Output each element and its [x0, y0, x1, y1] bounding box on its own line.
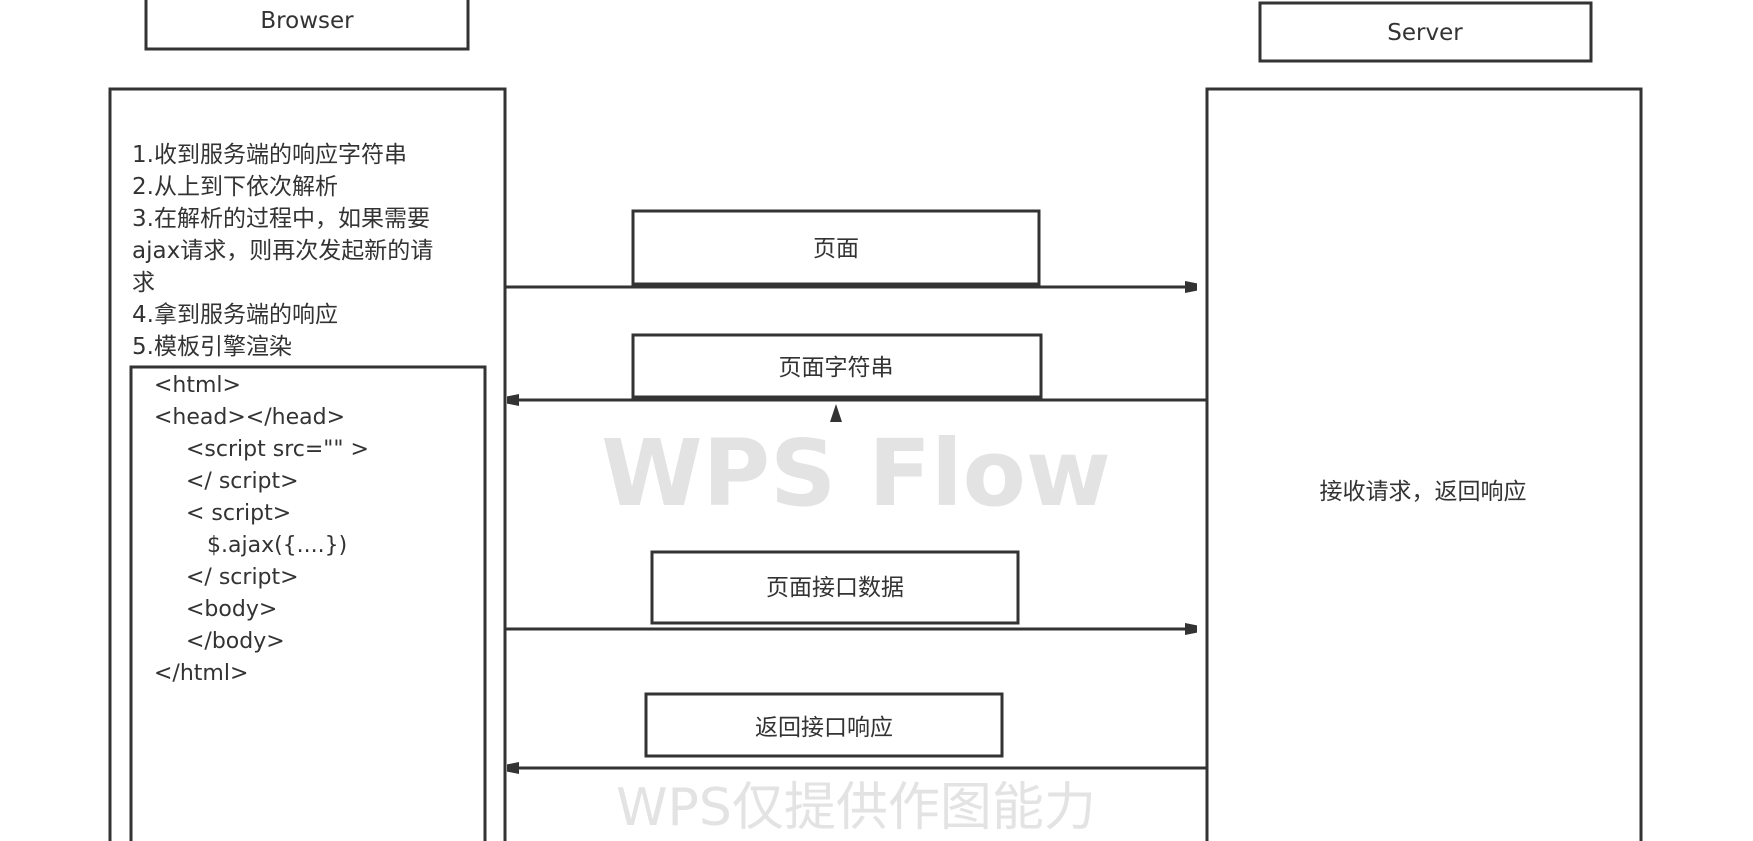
message-api-data-label: 页面接口数据 [766, 575, 904, 601]
code-line: <script src="" > [186, 437, 369, 462]
browser-label: Browser [260, 8, 354, 34]
step-3: 3.在解析的过程中，如果需要 [132, 206, 430, 232]
code-line: </ script> [186, 469, 299, 494]
message-api-data: 页面接口数据 [505, 550, 1196, 629]
code-lines: <html> <head></head> <script src="" > </… [154, 373, 369, 686]
up-triangle-icon [830, 404, 842, 422]
code-line: </ script> [186, 565, 299, 590]
message-page: 页面 [505, 209, 1196, 287]
server-lane [1205, 87, 1643, 841]
code-line: <head></head> [154, 405, 345, 430]
code-line: $.ajax({....}) [207, 533, 347, 558]
code-line: </body> [186, 629, 285, 654]
server-description: 接收请求，返回响应 [1320, 479, 1527, 505]
step-5: 5.模板引擎渲染 [132, 334, 292, 360]
message-page-label: 页面 [813, 236, 859, 262]
server-label: Server [1387, 20, 1463, 46]
code-line: </html> [154, 661, 248, 686]
watermark-main: WPS Flow [601, 420, 1111, 527]
step-4: 4.拿到服务端的响应 [132, 301, 338, 328]
step-1: 1.收到服务端的响应字符串 [132, 142, 407, 168]
watermark-sub: WPS仅提供作图能力 [616, 778, 1096, 838]
code-box [129, 365, 487, 841]
message-page-string-label: 页面字符串 [779, 355, 894, 381]
message-api-response-label: 返回接口响应 [755, 715, 893, 741]
code-line: < script> [186, 501, 291, 526]
browser-header: Browser [144, 0, 470, 51]
step-3-cont2: 求 [132, 270, 155, 296]
code-line: <body> [186, 597, 277, 622]
message-api-response: 返回接口响应 [508, 692, 1207, 768]
browser-steps: 1.收到服务端的响应字符串 2.从上到下依次解析 3.在解析的过程中，如果需要 … [132, 142, 433, 360]
step-2: 2.从上到下依次解析 [132, 174, 338, 200]
code-line: <html> [154, 373, 241, 398]
step-3-cont: ajax请求，则再次发起新的请 [132, 238, 433, 264]
message-page-string: 页面字符串 [508, 333, 1207, 422]
watermark: WPS Flow WPS仅提供作图能力 [601, 420, 1111, 838]
server-header: Server [1258, 1, 1593, 63]
